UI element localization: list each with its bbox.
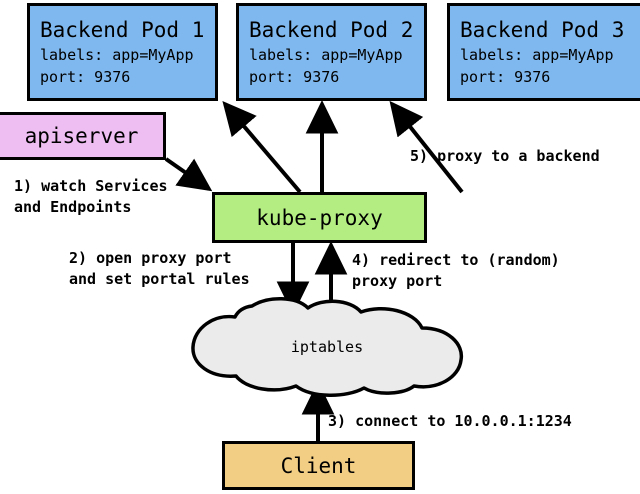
arrow-apiserver-to-kubeproxy (164, 157, 213, 192)
step-4-line2: proxy port (352, 272, 443, 290)
backend-pod-2-port: port: 9376 (249, 67, 340, 86)
step-1-line1: 1) watch Services (14, 177, 168, 195)
step-3-line1: 3) connect to 10.0.0.1:1234 (328, 412, 572, 430)
step-4-line1: 4) redirect to (random) (352, 251, 560, 269)
backend-pod-1-port: port: 9376 (40, 67, 131, 86)
step-5-line1: 5) proxy to a backend (410, 147, 600, 165)
backend-pod-2-labels: labels: app=MyApp (249, 45, 403, 64)
step-2-line1: 2) open proxy port (69, 249, 232, 267)
backend-pod-3-title: Backend Pod 3 (460, 17, 625, 42)
apiserver-box[interactable]: apiserver (0, 112, 166, 160)
client-box[interactable]: Client (222, 441, 415, 490)
kube-proxy-label: kube-proxy (256, 205, 383, 230)
apiserver-label: apiserver (24, 124, 139, 148)
backend-pod-2-title: Backend Pod 2 (249, 17, 414, 42)
backend-pod-2-box[interactable]: Backend Pod 2 labels: app=MyApp port: 93… (236, 3, 427, 101)
backend-pod-1-box[interactable]: Backend Pod 1 labels: app=MyApp port: 93… (27, 3, 218, 101)
kube-proxy-box[interactable]: kube-proxy (212, 192, 427, 243)
step-2-line2: and set portal rules (69, 270, 250, 288)
iptables-label: iptables (290, 338, 364, 356)
backend-pod-3-port: port: 9376 (460, 67, 551, 86)
arrow-kubeproxy-to-pod3 (389, 100, 464, 194)
backend-pod-1-labels: labels: app=MyApp (40, 45, 194, 64)
client-label: Client (280, 453, 357, 478)
iptables-cloud (191, 297, 464, 397)
arrow-kubeproxy-to-pod1 (222, 100, 302, 194)
backend-pod-3-box[interactable]: Backend Pod 3 labels: app=MyApp port: 93… (447, 3, 640, 101)
backend-pod-1-title: Backend Pod 1 (40, 17, 205, 42)
backend-pod-3-labels: labels: app=MyApp (460, 45, 614, 64)
step-1-line2: and Endpoints (14, 198, 132, 216)
